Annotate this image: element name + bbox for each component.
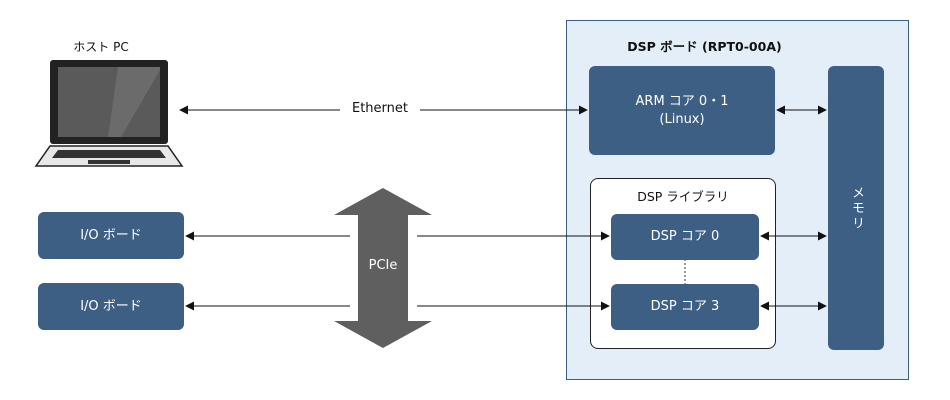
dsp-core-3-label: DSP コア 3 (650, 299, 720, 314)
arm-core-label: ARM コア 0・1 (635, 93, 729, 109)
io-board-2-label: I/O ボード (80, 298, 142, 314)
dsp-core-0: DSP コア 0 (611, 214, 759, 260)
ethernet-label: Ethernet (352, 101, 408, 116)
io-board-1: I/O ボード (38, 212, 184, 259)
dsp-library-title: DSP ライブラリ (637, 189, 729, 204)
laptop-icon (34, 60, 184, 167)
host-pc-label: ホスト PC (73, 40, 129, 54)
pcie-arrow-shape (334, 188, 432, 348)
arm-os-label: (Linux) (659, 111, 705, 127)
dsp-core-0-label: DSP コア 0 (650, 229, 720, 244)
dsp-board-title: DSP ボード (RPT0-00A) (627, 39, 782, 54)
io-board-2: I/O ボード (38, 283, 184, 330)
memory-block: メモリ (828, 66, 884, 350)
io-board-1-label: I/O ボード (80, 227, 142, 243)
arm-core-block: ARM コア 0・1 (Linux) (589, 66, 775, 155)
memory-label: メモリ (849, 185, 864, 231)
pcie-label: PCIe (368, 258, 398, 273)
dsp-core-3: DSP コア 3 (611, 284, 759, 330)
